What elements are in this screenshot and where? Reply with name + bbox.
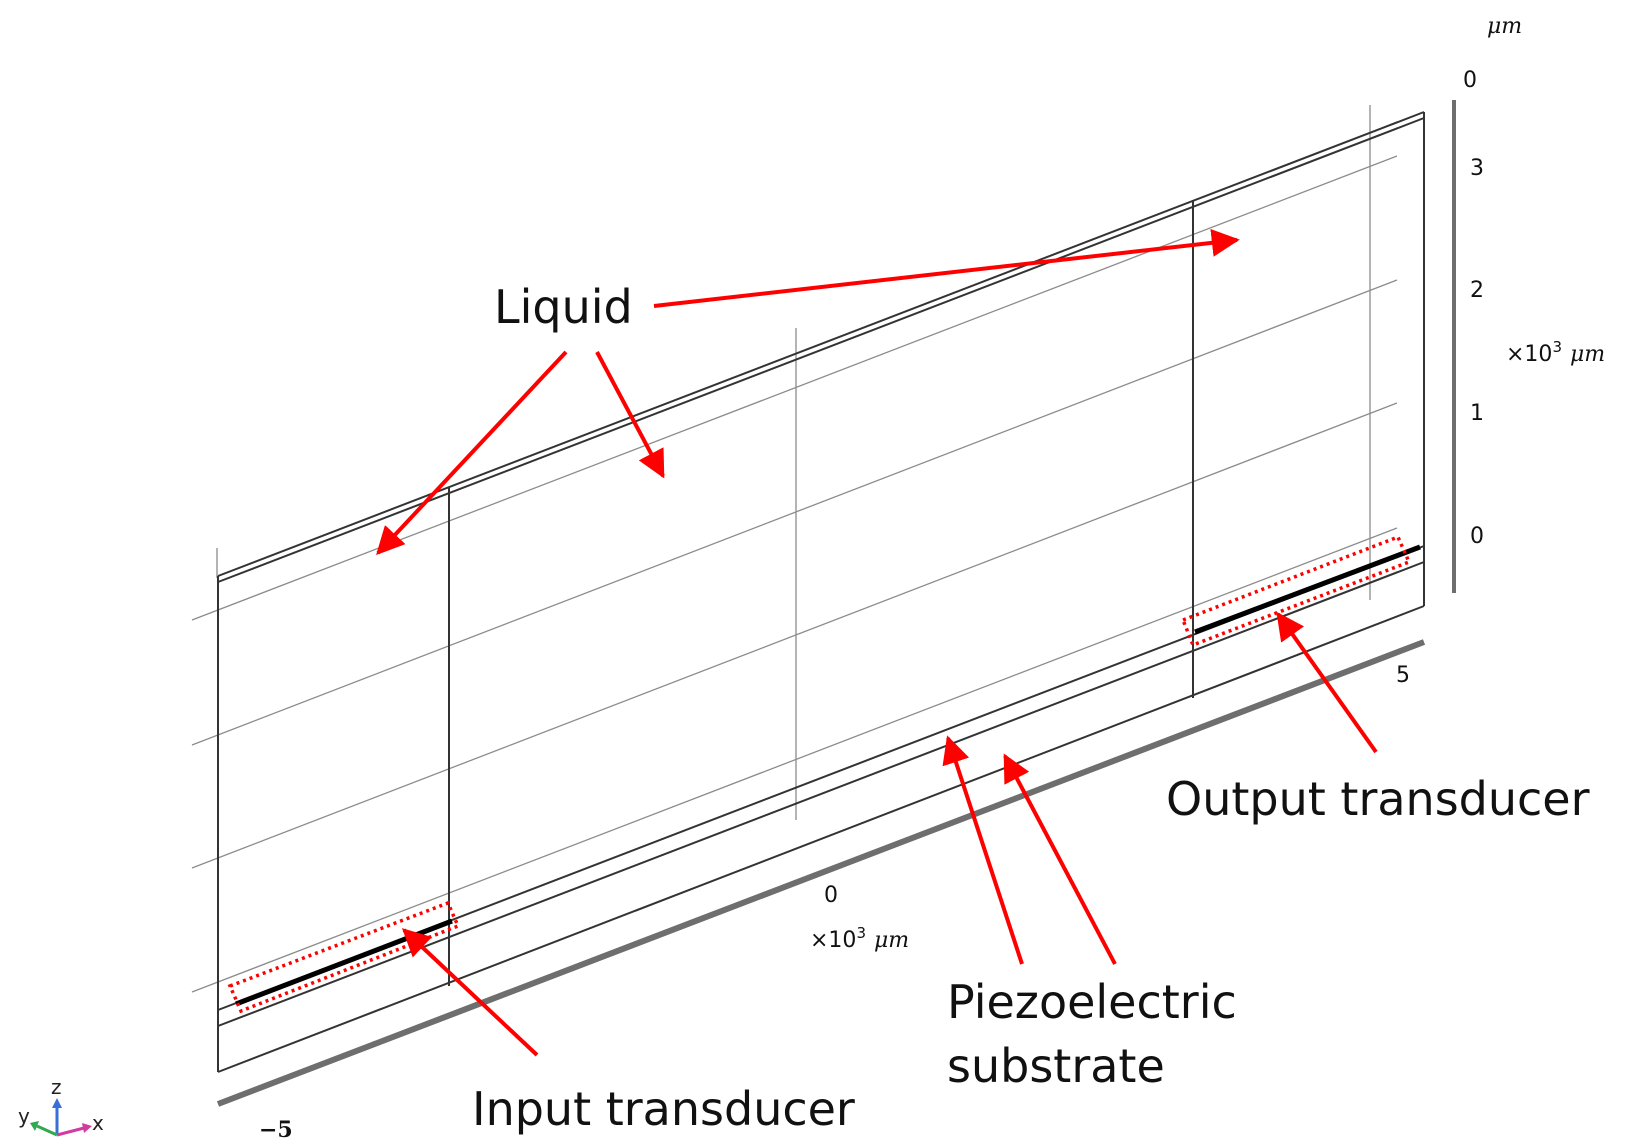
piezo-arrow-left [942, 735, 1024, 965]
liquid-top-edge [217, 111, 1425, 577]
triad-y-label: y [18, 1104, 30, 1128]
x-tick-label: 0 [824, 883, 838, 908]
z-axis-unit: μm [1487, 14, 1522, 39]
triad-y-axis [36, 1124, 58, 1137]
grid-line [191, 279, 1398, 746]
z-tick-label: 0 [1470, 524, 1484, 549]
x-tick-label: −5 [259, 1117, 293, 1143]
triad-x-axis [56, 1126, 85, 1137]
grid-line [191, 527, 1398, 993]
annotation-arrows [376, 228, 1378, 1057]
z-tick-label: 3 [1470, 156, 1484, 181]
output-transducer-highlight [1180, 534, 1412, 648]
triad-x-arrowhead [82, 1123, 92, 1133]
output-transducer-label: Output transducer [1166, 772, 1590, 826]
piezo-arrow-right [1003, 753, 1117, 965]
input-transducer-highlight [227, 900, 461, 1014]
triad-z-label: z [51, 1075, 62, 1099]
liquid-arrow-middle [595, 351, 665, 479]
input-transducer-arrow [401, 928, 539, 1057]
z-tick-label: 1 [1470, 401, 1484, 426]
grid-line [191, 155, 1398, 621]
triad-z-arrowhead [52, 1098, 62, 1108]
x-tick-label: 5 [1396, 663, 1410, 688]
x-axis-bar [216, 639, 1426, 1107]
grid-lines [191, 105, 1398, 993]
piezoelectric-label: Piezoelectric [947, 975, 1237, 1029]
liquid-arrow-left [376, 350, 568, 556]
substrate-bottom-edge [217, 605, 1425, 1073]
substrate-label: substrate [947, 1039, 1165, 1093]
liquid-top-edge-inner [217, 117, 1425, 583]
z-tick-label: 2 [1470, 278, 1484, 303]
output-transducer-electrode [1194, 544, 1421, 635]
triad-x-label: x [92, 1111, 104, 1135]
liquid-arrow-right [653, 228, 1240, 308]
axis-triad: y z x [18, 1075, 104, 1137]
triad-y-arrowhead [30, 1121, 39, 1131]
z-axis-ticks: 0 3 2 1 0 [1463, 68, 1484, 549]
input-transducer-label: Input transducer [472, 1082, 855, 1136]
z-tick-label: 0 [1463, 68, 1477, 93]
output-transducer-arrow [1276, 611, 1378, 754]
grid-line [191, 402, 1398, 869]
liquid-label: Liquid [494, 280, 633, 334]
